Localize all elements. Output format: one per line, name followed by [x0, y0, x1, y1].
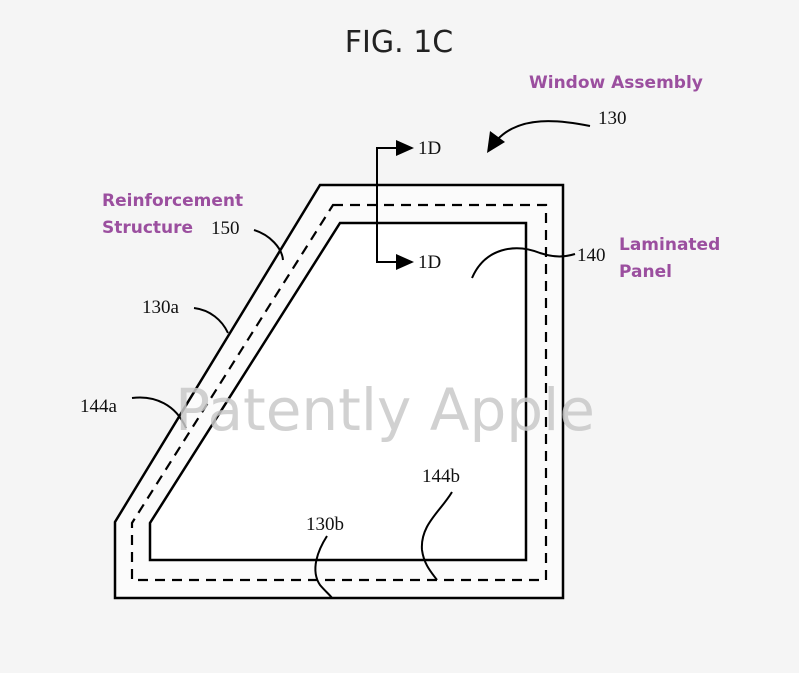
- ref-150: 150: [211, 218, 240, 239]
- arrow-head-icon: [396, 254, 414, 270]
- arrow-head-icon: [487, 131, 505, 153]
- section-label-top: 1D: [418, 138, 441, 159]
- ref-144b: 144b: [422, 466, 460, 487]
- ref-144a: 144a: [80, 396, 118, 417]
- watermark: Patently Apple: [175, 376, 595, 444]
- ref-140: 140: [577, 245, 606, 266]
- reinforcement-structure-dashed: [130, 203, 548, 582]
- label-window-assembly: Window Assembly: [529, 73, 703, 93]
- section-label-bottom: 1D: [418, 252, 441, 273]
- leader-144b: [420, 491, 453, 581]
- leader-150: [253, 229, 284, 261]
- ref-130: 130: [598, 108, 627, 129]
- label-reinforcement: Reinforcement: [102, 191, 243, 211]
- section-line-1d: [376, 147, 412, 263]
- leader-140: [471, 247, 576, 279]
- label-structure: Structure: [102, 218, 193, 238]
- label-laminated: Laminated: [619, 235, 720, 255]
- laminated-panel-edge: [148, 221, 528, 562]
- leader-130a: [193, 307, 229, 334]
- figure-title: FIG. 1C: [345, 25, 453, 60]
- arrow-head-icon: [396, 140, 414, 156]
- leader-144a: [131, 396, 187, 429]
- ref-130b: 130b: [306, 514, 344, 535]
- leader-130b: [314, 535, 333, 599]
- leader-130: [496, 120, 591, 141]
- label-panel: Panel: [619, 262, 672, 282]
- ref-130a: 130a: [142, 297, 180, 318]
